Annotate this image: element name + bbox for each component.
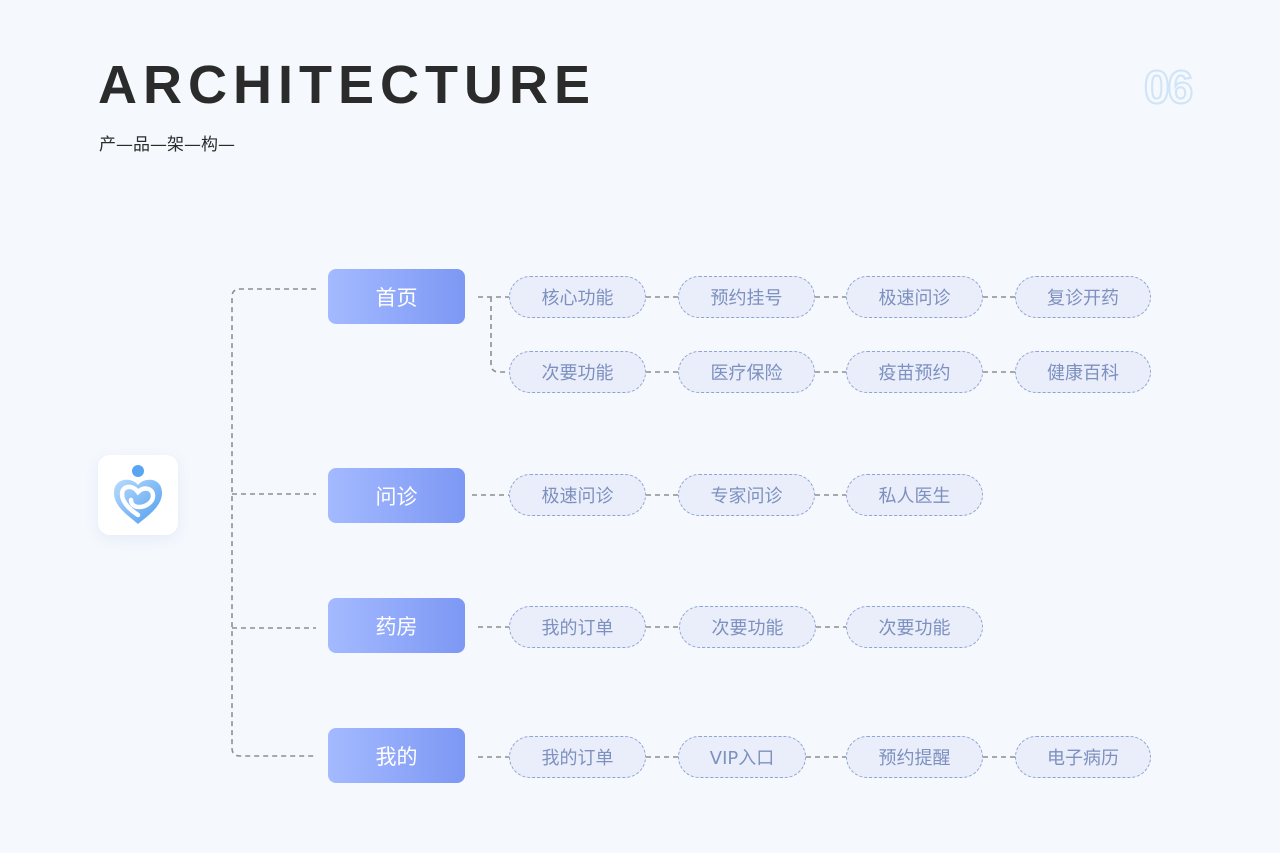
page-number: 06 [1143, 61, 1194, 113]
branch-node-mine[interactable]: 我的 [328, 728, 465, 783]
sub-node-quick-consult[interactable]: 极速问诊 [846, 276, 983, 318]
sub-node-electronic-records[interactable]: 电子病历 [1015, 736, 1151, 778]
sub-node-vip-entrance[interactable]: VIP入口 [678, 736, 806, 778]
page-title: ARCHITECTURE [98, 55, 596, 115]
app-logo [98, 455, 178, 535]
sub-node-vaccine-booking[interactable]: 疫苗预约 [846, 351, 983, 393]
branch-node-pharmacy[interactable]: 药房 [328, 598, 465, 653]
sub-node-secondary-features[interactable]: 次要功能 [679, 606, 816, 648]
sub-node-my-orders[interactable]: 我的订单 [509, 606, 646, 648]
sub-node-core-features[interactable]: 核心功能 [509, 276, 646, 318]
sub-node-appointment[interactable]: 预约挂号 [678, 276, 815, 318]
branch-node-consult[interactable]: 问诊 [328, 468, 465, 523]
trunk-line [231, 288, 316, 757]
sub-node-private-doctor[interactable]: 私人医生 [846, 474, 983, 516]
sub-node-expert-consult[interactable]: 专家问诊 [678, 474, 815, 516]
sub-node-secondary-features[interactable]: 次要功能 [509, 351, 646, 393]
sub-node-refill-prescription[interactable]: 复诊开药 [1015, 276, 1151, 318]
page-subtitle: 产—品—架—构— [99, 135, 235, 155]
sub-node-quick-consult[interactable]: 极速问诊 [509, 474, 646, 516]
sub-node-my-orders[interactable]: 我的订单 [509, 736, 646, 778]
sub-node-secondary-features[interactable]: 次要功能 [846, 606, 983, 648]
heart-person-icon [114, 465, 162, 524]
branch-node-home[interactable]: 首页 [328, 269, 465, 324]
branch-1-row-2-lead [490, 297, 509, 373]
sub-node-health-wiki[interactable]: 健康百科 [1015, 351, 1151, 393]
sub-node-medical-insurance[interactable]: 医疗保险 [678, 351, 815, 393]
sub-node-appointment-reminder[interactable]: 预约提醒 [846, 736, 983, 778]
